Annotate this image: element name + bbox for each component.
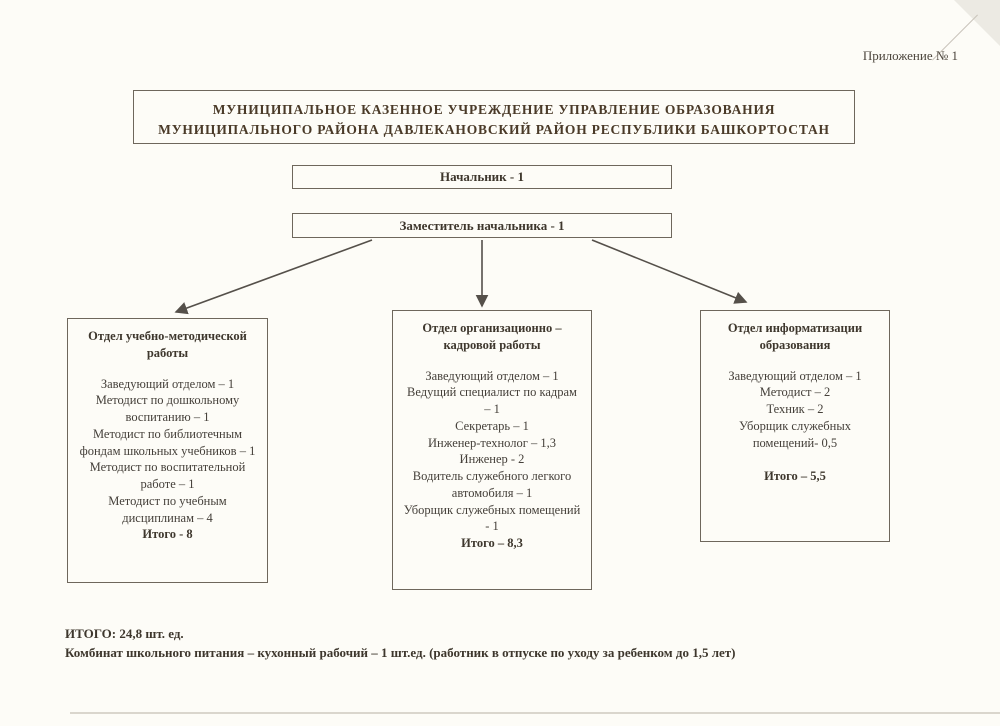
dept-title: Отдел учебно-методической работы <box>88 329 247 360</box>
staff-line: Заведующий отделом – 1 <box>425 368 559 383</box>
org-title-line-2: МУНИЦИПАЛЬНОГО РАЙОНА ДАВЛЕКАНОВСКИЙ РАЙ… <box>158 121 830 137</box>
staff-line: Секретарь – 1 <box>455 418 529 433</box>
footer-total-line: ИТОГО: 24,8 шт. ед. <box>65 626 184 641</box>
staff-line: Уборщик служебных помещений- 0,5 <box>738 418 852 450</box>
org-title-line-1: МУНИЦИПАЛЬНОЕ КАЗЕННОЕ УЧРЕЖДЕНИЕ УПРАВЛ… <box>212 102 776 117</box>
dept-box-orgkadry: Отдел организационно – кадровой работы З… <box>392 310 592 590</box>
staff-line: Ведущий специалист по кадрам – 1 <box>407 385 577 416</box>
dept-total: Итого - 8 <box>142 527 193 542</box>
dept-title: Отдел информатизации образования <box>727 321 863 352</box>
deputy-box: Заместитель начальника - 1 <box>292 213 672 238</box>
dept-box-informatization: Отдел информатизации образования Заведую… <box>700 310 890 542</box>
connector-arrows <box>174 239 748 315</box>
scan-edge-line <box>70 712 1000 714</box>
staff-line: Уборщик служебных помещений - 1 <box>403 502 581 534</box>
staff-line: Инженер-технолог – 1,3 <box>428 435 556 450</box>
dept-box-methodical: Отдел учебно-методической работы Заведую… <box>67 318 268 583</box>
arrow-to-informatization <box>591 239 748 304</box>
staff-line: Техник – 2 <box>766 402 824 416</box>
paper-corner-fold <box>932 0 1000 61</box>
arrow-to-methodical <box>174 239 373 315</box>
org-title-box: МУНИЦИПАЛЬНОЕ КАЗЕННОЕ УЧРЕЖДЕНИЕ УПРАВЛ… <box>133 90 855 144</box>
staff-line: Методист по дошкольному воспитанию – 1 <box>95 393 240 424</box>
staff-line: Заведующий отделом – 1 <box>728 368 862 383</box>
chief-box: Начальник - 1 <box>292 165 672 189</box>
staff-line: Заведующий отделом – 1 <box>100 376 235 391</box>
staff-line: Инженер - 2 <box>459 452 525 467</box>
dept-total: Итого – 8,3 <box>461 536 523 550</box>
dept-total: Итого – 5,5 <box>764 469 826 484</box>
staff-line: Методист по учебным дисциплинам – 4 <box>108 493 227 525</box>
footer-note-line: Комбинат школьного питания – кухонный ра… <box>65 644 736 660</box>
staff-line: Методист по библиотечным фондам школьных… <box>79 426 256 458</box>
staff-line: Методист – 2 <box>759 385 831 400</box>
staff-line: Методист по воспитательной работе – 1 <box>89 460 246 491</box>
appendix-label: Приложение № 1 <box>862 48 958 63</box>
staff-line: Водитель служебного легкого автомобиля –… <box>412 469 572 500</box>
dept-title: Отдел организационно – кадровой работы <box>422 321 562 352</box>
footer-summary: ИТОГО: 24,8 шт. ед. Комбинат школьного п… <box>65 625 975 663</box>
